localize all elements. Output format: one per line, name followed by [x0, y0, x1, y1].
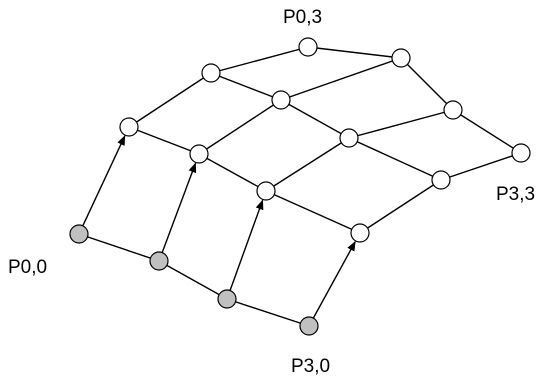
filled-control-point	[69, 224, 89, 244]
filled-control-point	[217, 289, 237, 309]
open-control-point	[271, 90, 291, 110]
label-p03: P0,3	[283, 7, 322, 28]
grid-edge	[128, 126, 200, 155]
label-p00: P0,0	[8, 257, 47, 278]
filled-control-point	[299, 316, 319, 336]
grid-edge	[265, 137, 350, 192]
grid-edge	[158, 260, 228, 300]
grid-edge	[128, 72, 212, 128]
grid-edge	[210, 46, 309, 74]
grid-edge	[348, 137, 442, 181]
grid-edge	[78, 233, 160, 262]
grid-edge	[452, 109, 522, 154]
open-control-point	[350, 223, 370, 243]
open-control-point	[256, 181, 276, 201]
grid-edge	[359, 179, 442, 234]
open-control-point	[443, 100, 463, 120]
tangent-arrow	[82, 135, 126, 227]
tangent-arrow	[312, 240, 356, 319]
open-control-point	[119, 117, 139, 137]
grid-edge	[198, 99, 282, 155]
grid-edge	[210, 72, 282, 101]
filled-control-point	[149, 251, 169, 271]
grid-edge	[400, 57, 454, 111]
control-points	[69, 37, 531, 336]
grid-edge	[307, 46, 402, 59]
open-control-point	[298, 37, 318, 57]
grid-edge	[440, 152, 522, 181]
grid-edge	[280, 99, 350, 139]
open-control-point	[189, 144, 209, 164]
open-control-point	[339, 128, 359, 148]
label-p33: P3,3	[496, 184, 535, 205]
label-p30: P3,0	[291, 356, 330, 377]
open-control-point	[391, 48, 411, 68]
grid-edge	[265, 190, 361, 234]
grid-edge	[280, 57, 402, 101]
open-control-point	[511, 143, 531, 163]
grid-edge	[348, 109, 454, 139]
open-control-point	[431, 170, 451, 190]
control-grid-edges	[78, 46, 522, 327]
tangent-arrows	[82, 135, 356, 319]
tangent-arrow	[161, 162, 197, 253]
grid-edge	[226, 298, 310, 327]
open-control-point	[201, 63, 221, 83]
grid-edge	[198, 153, 267, 192]
tangent-arrow	[229, 199, 264, 291]
